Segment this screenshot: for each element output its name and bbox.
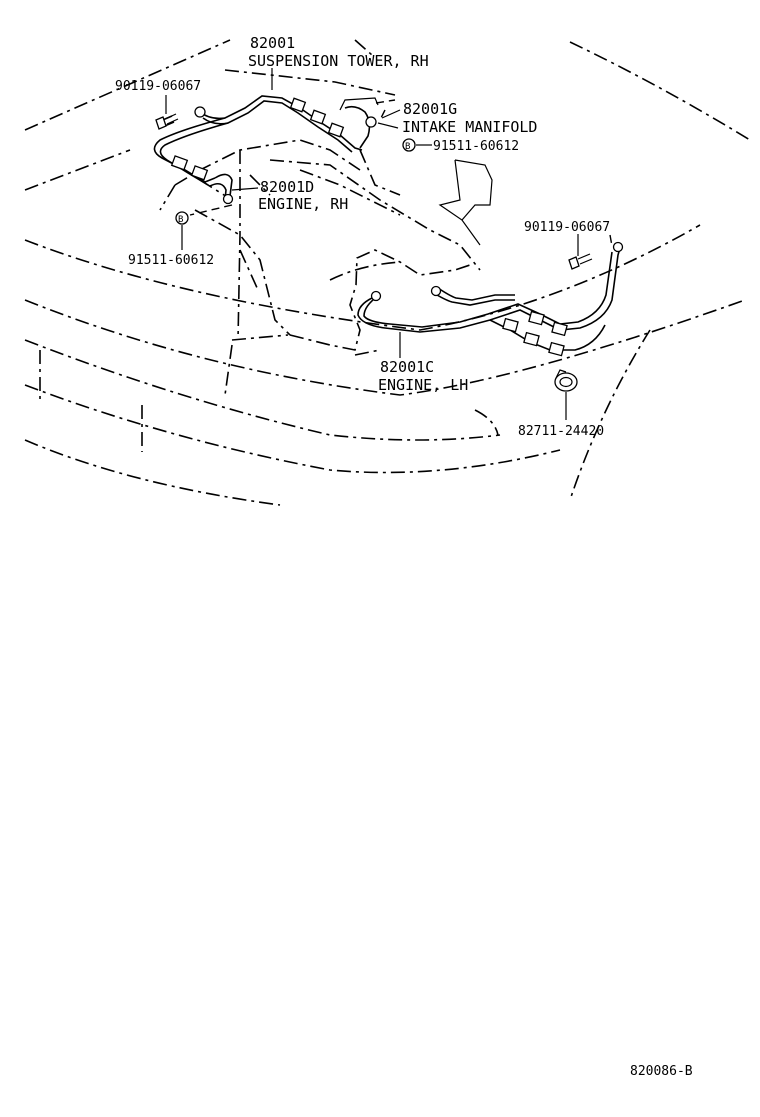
wire-terminal (612, 241, 624, 253)
callout-90119-right: 90119-06067 (524, 220, 610, 235)
callout-82001d: 82001D ENGINE, RH (258, 178, 348, 213)
part-description: ENGINE, LH (378, 376, 468, 394)
engine-block (159, 139, 481, 396)
wire-82001g (344, 105, 377, 149)
svg-text:B: B (178, 215, 183, 225)
wire-clip (190, 165, 209, 181)
callout-90119-left: 90119-06067 (115, 79, 201, 94)
diagram-id: 820086-B (630, 1064, 693, 1079)
intake-block (339, 97, 493, 246)
callout-82001g: 82001G INTAKE MANIFOLD (402, 100, 537, 136)
wire-clip (327, 122, 345, 138)
wire-terminal (194, 106, 206, 118)
bolt-icon: B (175, 211, 189, 225)
part-number: 82001G (403, 100, 457, 118)
callout-91511-lower: 91511-60612 (128, 253, 214, 268)
wire-clip (548, 341, 565, 357)
wire-clip (523, 331, 540, 347)
wire-82001 (153, 95, 363, 186)
wire-82001c (357, 241, 624, 357)
part-number: 90119-06067 (115, 79, 201, 94)
screw-icon (155, 113, 179, 130)
screw-icon (568, 253, 593, 270)
part-number: 91511-60612 (433, 139, 519, 154)
wire-terminal (365, 116, 377, 128)
part-description: INTAKE MANIFOLD (402, 118, 537, 136)
part-number: 82001C (380, 358, 434, 376)
wire-clip (289, 97, 307, 113)
part-number: 91511-60612 (128, 253, 214, 268)
wire-clip (528, 310, 545, 326)
wire-terminal (430, 285, 442, 297)
part-number: 82001 (250, 34, 295, 52)
leader-lines (165, 68, 613, 420)
clamp-icon (554, 369, 578, 392)
wire-clip (170, 155, 189, 171)
callout-82001c: 82001C ENGINE, LH (378, 358, 468, 394)
part-number: 82001D (260, 178, 314, 196)
callout-91511-upper: 91511-60612 (433, 139, 519, 154)
callout-82001: 82001 SUSPENSION TOWER, RH (248, 34, 429, 70)
body-outline (24, 39, 751, 506)
part-number: 90119-06067 (524, 220, 610, 235)
wire-terminal (222, 193, 234, 205)
wire-clip (502, 317, 519, 333)
bolt-icon: B (402, 138, 416, 152)
part-description: SUSPENSION TOWER, RH (248, 52, 429, 70)
wire-clip (551, 321, 568, 337)
wire-terminal (370, 290, 382, 302)
callout-82711: 82711-24420 (518, 424, 604, 439)
part-number: 82711-24420 (518, 424, 604, 439)
wire-82001d (209, 173, 234, 205)
svg-text:B: B (405, 142, 410, 152)
wire-clip (309, 109, 327, 125)
part-description: ENGINE, RH (258, 195, 348, 213)
